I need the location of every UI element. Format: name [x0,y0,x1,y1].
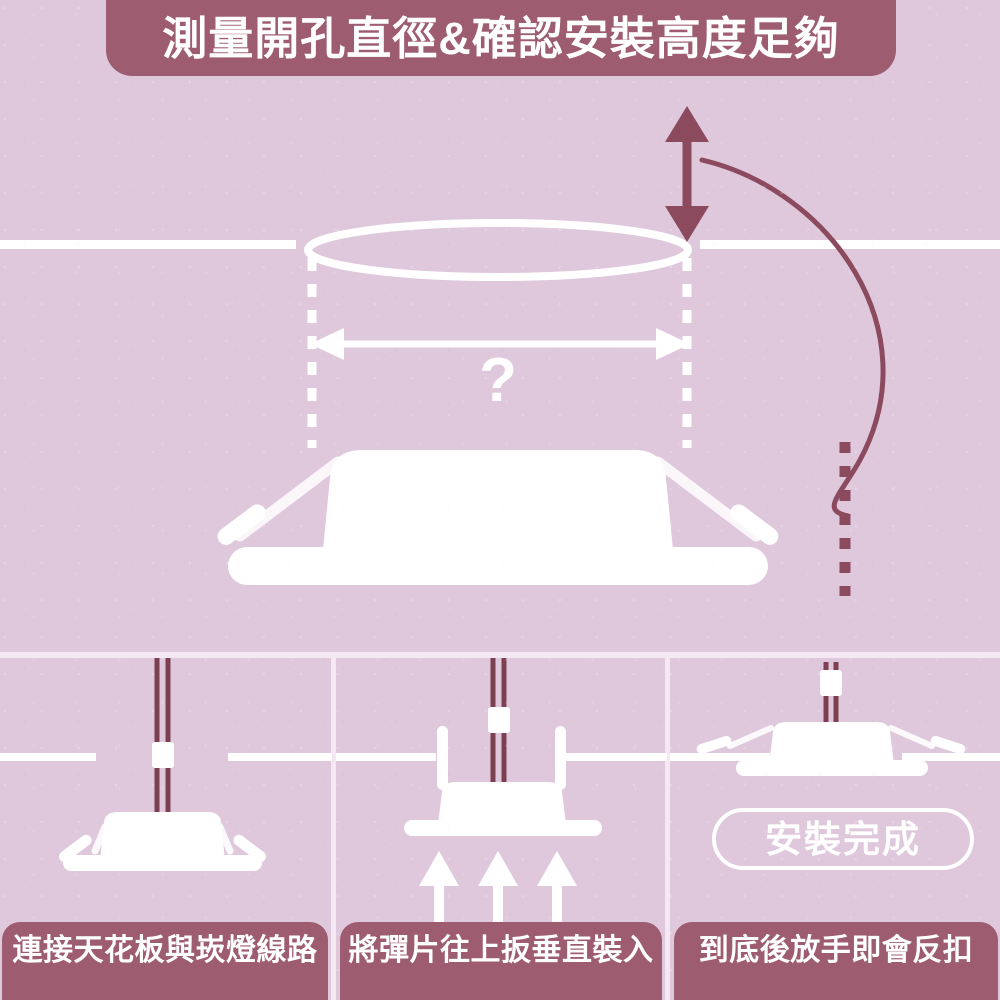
step-caption-label: 連接天花板與崁燈線路 [12,934,318,967]
panel-divider-vertical-2 [665,658,670,1000]
step-caption-3: 到底後放手即會反扣 [674,922,998,1000]
ceiling-line-left [0,240,296,249]
wire-connector [488,707,510,733]
header-banner: 測量開孔直徑&確認安裝高度足夠 [106,0,896,76]
step-2-illustration [336,658,667,948]
arrow-left-right-icon [310,328,690,360]
step-3-illustration [670,662,1000,776]
ceiling-line-right [700,240,1000,249]
spring-clip-left-up [437,726,448,790]
status-badge-label: 安裝完成 [765,818,921,860]
step-caption-2: 將彈片往上扳垂直裝入 [340,922,662,1000]
callout-arc [699,157,886,519]
panel-divider-horizontal [0,652,1000,658]
question-mark-icon: ? [479,346,517,415]
step-1-illustration [0,658,332,871]
downlight-fixture-hero [217,450,779,585]
wire-connector [820,670,842,696]
page-title: 測量開孔直徑&確認安裝高度足夠 [162,12,840,64]
arrow-up-icon-group [419,851,577,948]
step-caption-label: 將彈片往上扳垂直裝入 [348,934,654,967]
status-badge: 安裝完成 [712,808,974,870]
panel-divider-vertical-1 [331,658,336,1000]
step-caption-1: 連接天花板與崁燈線路 [2,922,328,1000]
ceiling-hole-ellipse [304,219,692,281]
wire-connector [152,742,174,768]
step-caption-label: 到底後放手即會反扣 [698,934,974,967]
arrow-up-down-icon [665,106,709,242]
spring-clip-right-up [555,726,566,790]
